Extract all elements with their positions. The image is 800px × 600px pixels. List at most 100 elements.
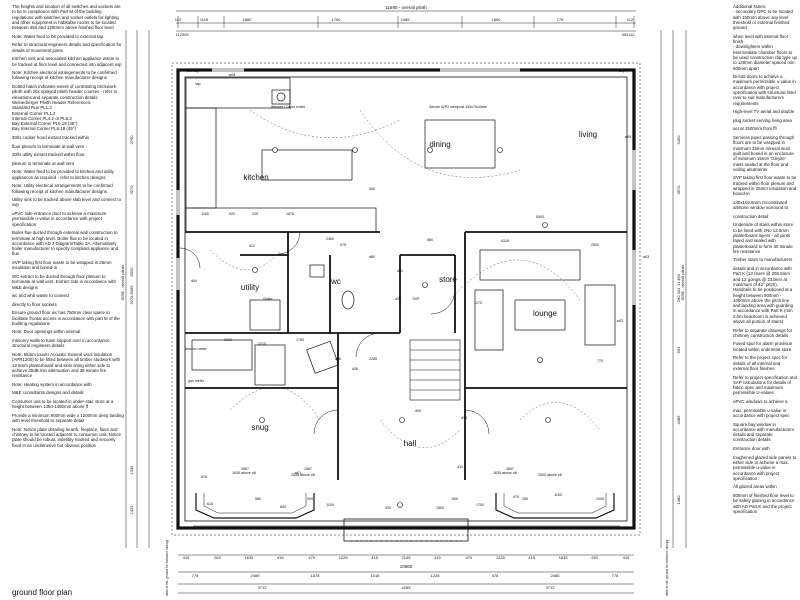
annotation-label: d80 [369,255,375,259]
annotation-label: SVP [412,297,420,301]
annotation-label: Washer / Dryer under [271,105,306,109]
left-note: Ensure ground floor wc has 750mm clear s… [12,310,120,326]
rotated-label-left-plinth: dims to ext. ground for entrance canopy [165,539,169,596]
left-note: Provide a minimum 900mm wide x 1200mm de… [12,412,124,424]
top-dimension: 1880 [243,17,253,22]
annotation-label: d11 [457,465,463,469]
interior-dimension: 900 [307,497,313,501]
right-note: set at 1500mm from ffl [733,126,777,132]
interior-dimension: 2285 [369,357,377,361]
room-label-wc: wc [330,277,341,286]
interior-dimension: 3697 [506,467,514,471]
right-note: Services pipes passing through floors ar… [733,135,795,172]
bottom-dimension: 1228 [339,555,349,560]
left-note: uPVC side entrance door to achieve a max… [12,211,107,227]
left-dimension: 3750 [129,135,134,145]
interior-dimension: 3210 [258,342,266,346]
right-note: toughened glazed side panels to either s… [733,454,797,481]
interior-dimension: 475 [513,495,519,499]
left-dimension: 3270 [129,185,134,195]
right-note: Refer to separate drawings for chimney c… [733,327,793,338]
right-note: when level with internal floor finish - … [733,33,797,71]
top-dimension: 1880 [492,17,502,22]
annotation-label: electric meter [185,347,207,351]
interior-dimension: 1635 above cill [232,471,256,475]
left-note: Utility sink to be tracked above slab le… [12,197,122,208]
left-note: Dotted hatch indicates extent of contras… [12,84,118,132]
left-dimension: 8095 [129,267,134,277]
bottom-dimension: 2485 [551,573,561,578]
bottom-dimension: 470 [466,555,473,560]
left-note: Note: Water feed to be provided to kitch… [12,169,114,180]
interior-dimension: 880 [427,238,433,242]
top-dimension: 303112 [621,32,635,37]
room-label-kitchen: kitchen [243,173,268,182]
rotated-label-right-plinth: dims to ext. ground for entrance canopy [665,539,669,596]
interior-dimension: 975 [340,243,346,247]
interior-dimension: 1150 [326,503,334,507]
bottom-dimension: 2485 [251,573,261,578]
annotation-label: d09 [415,409,421,413]
right-note: All glazed areas within [733,484,777,490]
top-dimension: 1115 [200,17,209,22]
annotation-label: tap [196,82,201,86]
interior-dimension: 2835 above cill [291,473,315,477]
interior-dimension: 300 [369,187,375,191]
annotation-label: d36 [352,367,358,371]
right-note: Underside of stairs within store to be l… [733,222,794,254]
right-note: 140x102.5mm reconstituted artstone windo… [733,199,789,211]
left-note: Note: Kitchen electrical arrangements to… [12,70,117,81]
left-note: The heights and location of all switches… [12,4,121,31]
right-dimension: 3570 [676,185,681,195]
left-note: masonry walls to have support over in ac… [12,338,110,349]
bottom-dimension: 478 [492,573,499,578]
right-note: Bi-fold doors to achieve a maximum permi… [733,74,796,106]
right-note: Refer to the project spec for details of… [733,355,788,371]
bottom-dimension: 1635 [559,555,569,560]
left-note: M&E consultants designs and details [12,390,84,396]
plan-title: ground floor plan [12,588,73,597]
left-note: Boiler flue ducted through external wall… [12,230,119,257]
bottom-dimension: 778 [192,573,199,578]
bottom-dimension: 415 [434,555,441,560]
annotation-label: d06 [335,357,341,361]
interior-dimension: 840 [280,505,286,509]
right-note: plug socket serving living area [733,117,792,123]
annotation-label: Boiler [263,297,273,301]
interior-dimension: 1270 [474,301,482,305]
left-note: Note: Heating system in accordance with [12,381,92,387]
left-note: directly to floor sockets [12,301,57,307]
room-label-living: living [579,130,597,139]
right-note: Entrance door with [733,446,770,452]
rotated-label-left-overall: 8095 - overall plinth [120,265,125,300]
top-dimension: 112 [175,17,182,22]
right-note: Fused spur for alarm provision located w… [733,341,793,352]
annotation-label: w01 [295,471,302,475]
overall-top-dimension: 11690 - overall plinth [385,5,427,10]
top-dimension: 776 [557,17,564,22]
left-note: Note: 65mm louver Acoustic mineral wool … [12,351,121,379]
interior-dimension: 250 [522,497,528,501]
interior-dimension: 1700 [476,503,484,507]
interior-dimension: 1600 [436,506,444,510]
left-note: Note: Utility electrical arrangements to… [12,183,113,194]
bottom-dimension: 415 [623,555,630,560]
bottom-dimension: 415 [277,555,284,560]
bottom-dimension: 415 [528,555,535,560]
interior-dimension: 6318 [501,239,509,243]
annotation-label: d01 [397,269,403,273]
right-note: Square bay window in accordance with man… [733,421,795,443]
top-dimension: 112303 [175,32,189,37]
left-dimension: 3275 [129,295,134,305]
annotation-label: Aecom WP2 windpost 150x70x4mm [429,105,487,109]
annotation-label: w05 [625,135,632,139]
bottom-dimension: 1018 [371,573,381,578]
right-note: max. permissible u-value in accordance w… [733,407,790,418]
right-note: details and in accordance with Part K (1… [733,266,794,324]
bottom-dimension: 1635 [244,555,254,560]
left-note: WC extract to be ducted through floor pl… [12,273,116,290]
interior-dimension: 2360 [326,237,334,241]
interior-dimension: 225 [252,212,258,216]
overall-bottom-dimension: 10860 [400,564,413,569]
